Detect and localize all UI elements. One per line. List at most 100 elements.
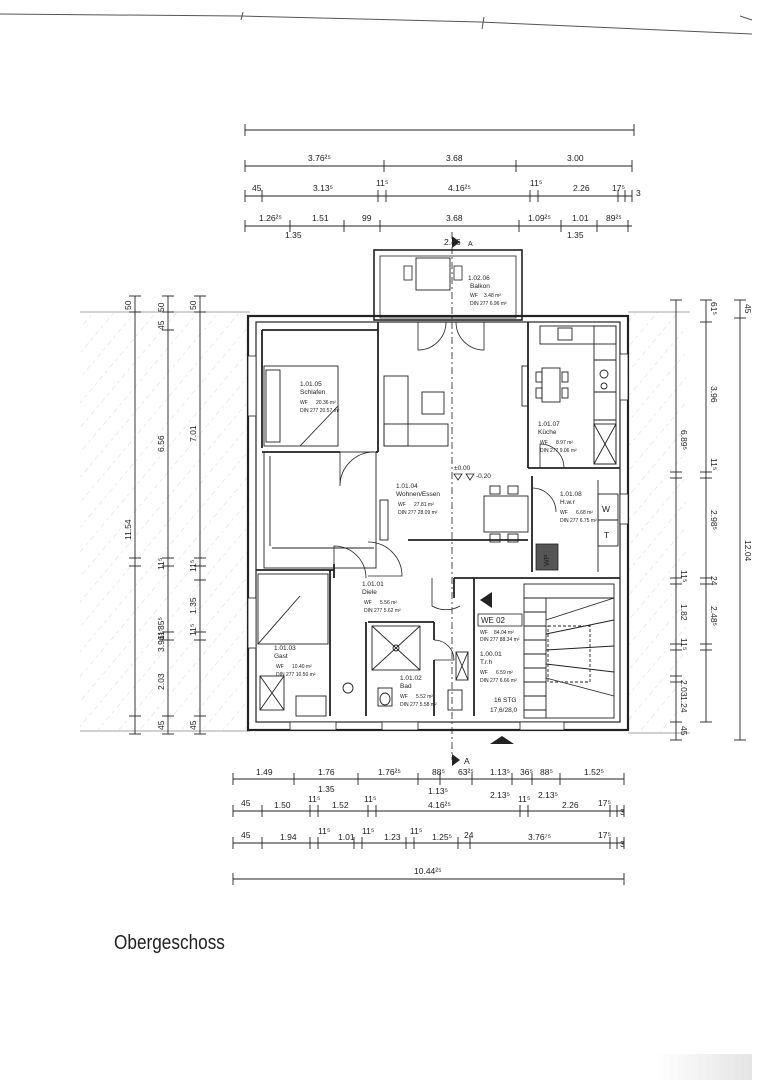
dim-left-3-b: 7.01	[188, 425, 198, 442]
dim-left-2-e: 2.03	[156, 673, 166, 690]
dim-top-2-e: 11⁵	[530, 178, 542, 188]
svg-text:3.48 m²: 3.48 m²	[484, 293, 501, 299]
dim-top-2-c: 11⁵	[376, 178, 388, 188]
bed-schlafen	[263, 365, 339, 447]
dim-bottom-3-d: 1.01	[338, 832, 355, 842]
svg-text:1.01.08: 1.01.08	[560, 491, 582, 498]
dim-left-1-a: 50	[123, 300, 133, 310]
bed-gast	[257, 573, 354, 717]
dim-top-3-sub-a: 1.35	[285, 230, 302, 240]
dim-top-1-a: 3.76²⁵	[308, 153, 331, 163]
dim-bottom-3-j: 3.76⁷⁵	[528, 832, 551, 842]
dim-right-1-c: 1.82	[679, 604, 689, 621]
dim-left-3-f: 45	[188, 720, 198, 730]
dim-bottom-total: 10.44²⁵	[414, 866, 442, 876]
svg-text:WF: WF	[540, 440, 548, 446]
stair-label: 16 STG 17,6/28,0	[490, 697, 517, 714]
dimension-chains-right	[670, 299, 746, 741]
dim-bottom-1-d: 88⁵	[432, 767, 445, 777]
dim-top-3-sub-b: 1.35	[567, 230, 584, 240]
dim-bottom-1-f: 1.13⁵	[490, 767, 510, 777]
level-step: -0.20	[476, 473, 491, 480]
dim-bottom-3-h: 1.25⁵	[432, 832, 452, 842]
dim-top-1-c: 3.00	[567, 153, 584, 163]
svg-text:DIN 277 6.66 m²: DIN 277 6.66 m²	[480, 678, 517, 684]
dim-bottom-1-sub-b: 1.13⁵	[428, 786, 448, 796]
terrain-hatch-right	[628, 312, 686, 732]
dining-table	[483, 485, 529, 543]
svg-text:Schlafen: Schlafen	[300, 389, 326, 396]
dim-bottom-3-i: 24	[464, 830, 474, 840]
entrance-markers	[480, 592, 514, 744]
svg-text:1.00.01: 1.00.01	[480, 651, 502, 658]
dim-bottom-1-g: 36⁵	[520, 767, 533, 777]
dim-bottom-1-c: 1.76²⁵	[378, 767, 401, 777]
balcony	[373, 249, 523, 321]
dim-right-2-a: 61⁵	[709, 302, 719, 315]
dim-left-1-d: 3.96⁵	[156, 632, 166, 652]
shelf-wohnen	[379, 499, 389, 541]
dim-right-1-f: 1.24	[679, 696, 689, 713]
dim-bottom-3-l: 3	[620, 839, 625, 849]
svg-text:17,6/28,0: 17,6/28,0	[490, 707, 517, 714]
svg-text:Küche: Küche	[538, 429, 557, 436]
section-arrows	[452, 236, 460, 766]
dim-top-2-d: 4.16²⁵	[448, 183, 471, 193]
dim-bottom-2-e: 11⁵	[364, 794, 376, 804]
svg-text:Bad: Bad	[400, 683, 412, 690]
dim-right-2-e: 2.48⁵	[709, 606, 719, 626]
svg-text:1.01.03: 1.01.03	[274, 645, 296, 652]
dim-right-1-a: 6.89⁵	[679, 430, 689, 450]
staircase	[523, 583, 615, 719]
doors	[333, 321, 565, 661]
room-label-diele: 1.01.01 Diele WF 5.56 m² DIN 277 5.62 m²	[362, 581, 401, 614]
dim-bottom-1-a: 1.49	[256, 767, 273, 777]
washer-label: W	[602, 504, 610, 514]
heat-pump	[535, 543, 559, 571]
section-marker-top: A	[468, 241, 473, 248]
dim-bottom-1-sub-a: 1.35	[318, 784, 335, 794]
dim-left-3-e: 11⁵	[188, 624, 198, 636]
dim-bottom-2-c: 11⁵	[308, 794, 320, 804]
dim-bottom-2-g: 11⁵	[518, 794, 530, 804]
sofa-wohnen	[383, 375, 449, 447]
svg-text:WF: WF	[560, 510, 568, 516]
svg-text:1.02.06: 1.02.06	[468, 275, 490, 282]
dim-right-2-b: 3.96	[709, 386, 719, 403]
svg-text:1.01.05: 1.01.05	[300, 381, 322, 388]
dim-right-2-c: 2.98⁵	[709, 510, 719, 530]
dim-left-2-d: 35⁵	[156, 617, 166, 630]
dim-right-2-f: 11⁵	[709, 458, 719, 470]
svg-text:DIN 277 20.57 m²: DIN 277 20.57 m²	[300, 408, 340, 414]
dim-top-2-b: 3.13⁵	[313, 183, 333, 193]
room-label-gast: 1.01.03 Gast WF 10.40 m² DIN 277 10.50 m…	[274, 645, 316, 678]
svg-text:DIN 277 5.62 m²: DIN 277 5.62 m²	[364, 608, 401, 614]
room-label-hwr: 1.01.08 H.w.r WF 6.68 m² DIN 277 6.75 m²	[560, 491, 597, 524]
dim-left-1-c: 11⁵	[156, 558, 166, 570]
dim-top-1-b: 3.68	[446, 153, 463, 163]
dim-top-3-b: 1.51	[312, 213, 329, 223]
svg-text:5.52 m²: 5.52 m²	[416, 694, 433, 700]
dim-top-2-a: 45	[252, 183, 262, 193]
dim-right-3-a: 45	[743, 304, 753, 314]
bathroom-fixtures	[371, 625, 469, 711]
dim-right-1-g: 45	[679, 726, 689, 736]
svg-text:1.01.07: 1.01.07	[538, 421, 560, 428]
svg-text:DIN 277 6.96 m²: DIN 277 6.96 m²	[470, 301, 507, 307]
svg-text:H.w.r: H.w.r	[560, 499, 576, 506]
dim-top-3-g: 89²⁵	[606, 213, 622, 223]
dim-bottom-3-e: 11⁵	[362, 826, 374, 836]
wardrobe-schlafen	[263, 451, 377, 569]
svg-text:WF: WF	[300, 400, 308, 406]
dim-bottom-3-c: 11⁵	[318, 826, 330, 836]
svg-text:DIN 277 6.75 m²: DIN 277 6.75 m²	[560, 518, 597, 524]
dim-left-2-b: 50	[156, 302, 166, 312]
svg-text:WF: WF	[480, 670, 488, 676]
dim-bottom-3-k: 17⁵	[598, 830, 611, 840]
dim-left-3-c: 11⁵	[188, 560, 198, 572]
room-label-balkon: 1.02.06 Balkon WF 3.48 m² DIN 277 6.96 m…	[468, 275, 507, 307]
svg-text:1.01.04: 1.01.04	[396, 483, 418, 490]
dim-bottom-1-e: 63²⁵	[458, 767, 474, 777]
svg-text:16 STG: 16 STG	[494, 697, 516, 704]
dim-bottom-2-b: 1.50	[274, 800, 291, 810]
